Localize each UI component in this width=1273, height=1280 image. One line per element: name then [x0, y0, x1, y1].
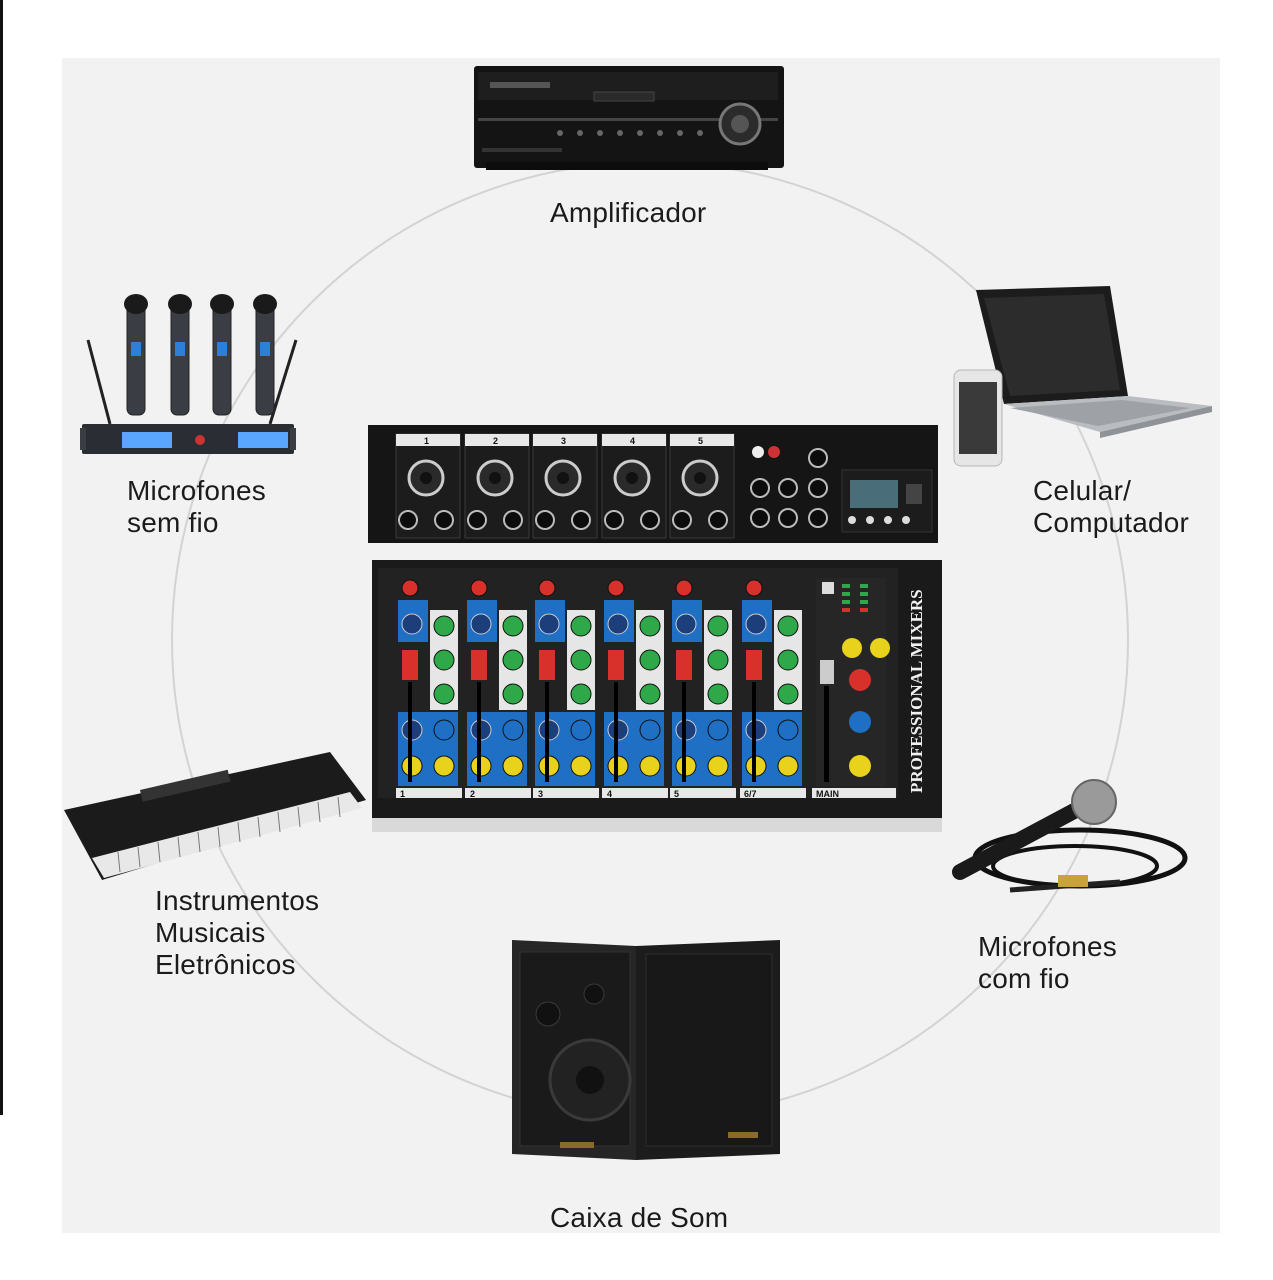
label-speakers: Caixa de Som — [550, 1202, 729, 1233]
amplifier-image — [474, 66, 784, 170]
mixer-channel-label: 3 — [538, 789, 543, 799]
mixer-image: 1 2 3 4 5 6/7 MAIN PROFESSIONAL MIXERS — [368, 425, 942, 832]
phone-and-laptop-image — [953, 286, 1212, 467]
mixer-channel-label: 5 — [674, 789, 679, 799]
mixer-channel-label: 1 — [400, 789, 405, 799]
mixer-side-label: PROFESSIONAL MIXERS — [907, 589, 926, 793]
mixer-input-number: 5 — [698, 436, 703, 446]
label-amplifier: Amplificador — [550, 197, 707, 228]
label-wired-microphones: Microfones com fio — [978, 931, 1117, 994]
mixer-input-number: 2 — [493, 436, 498, 446]
label-electronic-instruments: Instrumentos Musicais Eletrônicos — [155, 885, 320, 980]
mixer-channel-label: MAIN — [816, 789, 839, 799]
wireless-microphones-image — [80, 294, 298, 454]
mixer-input-number: 3 — [561, 436, 566, 446]
mixer-channel-label: 4 — [607, 789, 612, 799]
speakers-image — [512, 940, 780, 1160]
mixer-input-number: 1 — [424, 436, 429, 446]
label-phone-computer: Celular/ Computador — [1033, 475, 1190, 538]
mixer-input-number: 4 — [630, 436, 635, 446]
left-edge-strip — [0, 0, 3, 1115]
label-wireless-microphones: Microfones sem fio — [127, 475, 266, 538]
wired-microphone-image — [952, 779, 1188, 893]
mixer-channel-label: 6/7 — [744, 789, 757, 799]
mixer-channel-label: 2 — [470, 789, 475, 799]
keyboard-image — [64, 752, 366, 880]
